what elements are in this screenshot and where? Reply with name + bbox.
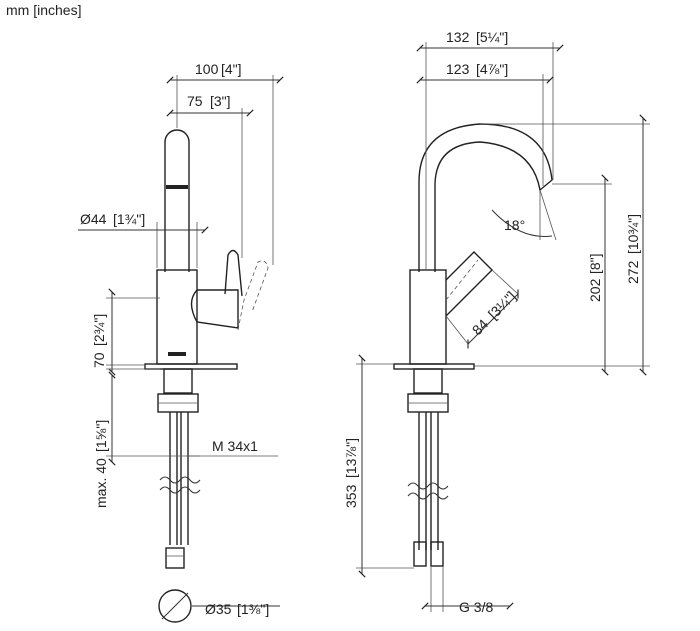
dim-70: 70 bbox=[91, 352, 107, 368]
front-view: 100 [4"] 75 [3"] Ø44 [1¾"] 70 [2¾"] max.… bbox=[78, 61, 284, 623]
dim-100: 100 bbox=[195, 61, 219, 77]
side-view: 132 [5¼"] 123 [4⅞"] 18° 84 [3¼"] 202 [8"… bbox=[343, 29, 650, 615]
hose-thread-label: G 3/8 bbox=[459, 599, 493, 615]
units-label: mm [inches] bbox=[6, 2, 82, 18]
front-spout-tube bbox=[164, 129, 190, 272]
dim-272-in: [10¾"] bbox=[625, 214, 641, 254]
front-shank bbox=[163, 368, 193, 394]
dim-202-in: [8"] bbox=[587, 253, 603, 274]
dim-84-in: [3¼"] bbox=[485, 288, 519, 322]
side-lever-dashed bbox=[445, 259, 479, 301]
front-aerator-band bbox=[166, 185, 188, 189]
dim-132-in: [5¼"] bbox=[476, 29, 508, 45]
dim-272: 272 bbox=[625, 260, 641, 284]
thread-label: M 34x1 bbox=[212, 438, 258, 454]
dim-123-in: [4⅞"] bbox=[476, 61, 508, 77]
front-hose-fitting bbox=[165, 547, 185, 569]
dim-dia-44: Ø44 bbox=[80, 211, 107, 227]
dim-75: 75 bbox=[187, 93, 203, 109]
side-hose-fitting-left bbox=[413, 541, 427, 567]
front-base-plate bbox=[144, 363, 238, 370]
dim-max-40: max. 40 bbox=[93, 458, 109, 508]
side-lever bbox=[445, 251, 493, 317]
dim-dia-35: Ø35 bbox=[205, 601, 232, 617]
side-base-plate bbox=[393, 363, 475, 370]
front-lever-dashed bbox=[237, 260, 269, 331]
dim-70-in: [2¾"] bbox=[91, 314, 107, 346]
dim-123: 123 bbox=[446, 61, 470, 77]
dim-dia-44-in: [1¾"] bbox=[113, 211, 145, 227]
front-body-mark bbox=[168, 352, 186, 356]
dim-max-40-in: [1⅝"] bbox=[93, 420, 109, 452]
angle-18: 18° bbox=[504, 217, 525, 233]
dim-100-in: [4"] bbox=[221, 61, 242, 77]
front-body bbox=[156, 269, 198, 365]
dim-75-in: [3"] bbox=[210, 93, 231, 109]
dim-353-in: [13⅞"] bbox=[343, 438, 359, 478]
side-spout-curve bbox=[418, 123, 553, 272]
side-body bbox=[409, 269, 447, 365]
front-hole-circle bbox=[158, 589, 192, 623]
dim-353: 353 bbox=[343, 484, 359, 508]
side-hose-fitting-right bbox=[430, 541, 444, 567]
front-lever-knob bbox=[190, 289, 239, 329]
dim-132: 132 bbox=[446, 29, 470, 45]
dim-84: 84 bbox=[469, 316, 491, 338]
dim-202: 202 bbox=[587, 278, 603, 302]
dim-dia-35-in: [1⅜"] bbox=[237, 601, 269, 617]
front-lever-handle bbox=[224, 249, 243, 297]
